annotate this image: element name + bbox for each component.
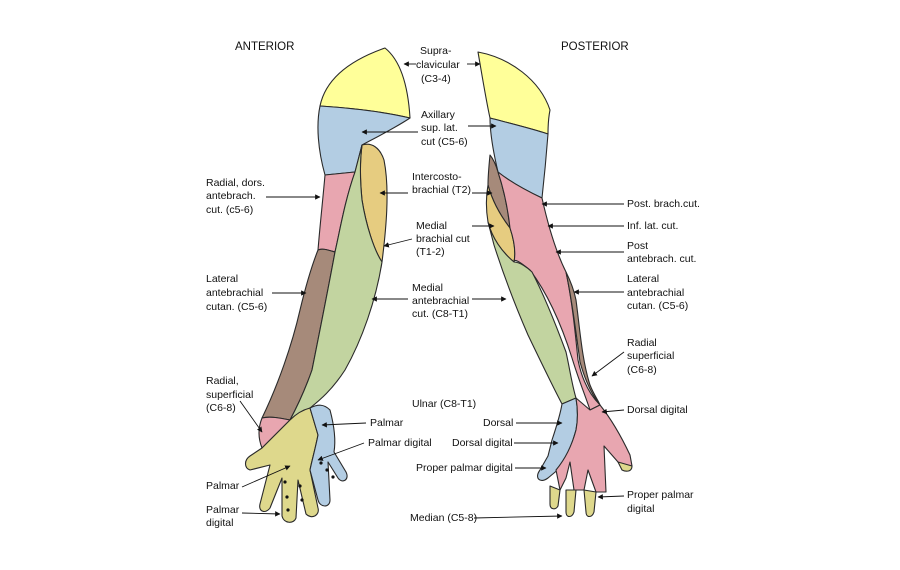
right-label-post-brach: Post. brach.cut.: [627, 198, 700, 210]
posterior-dorsal-hand-region: [555, 397, 633, 493]
svg-text:antebrachial: antebrachial: [627, 287, 684, 299]
svg-text:cut. (c5-6): cut. (c5-6): [206, 204, 253, 216]
svg-text:Lateral: Lateral: [627, 273, 659, 285]
left-label-palmar-digital: Palmar digital: [206, 504, 240, 529]
svg-text:antebrachial: antebrachial: [206, 287, 263, 299]
center-label-axillary: Axillary sup. lat. cut (C5-6): [421, 109, 468, 148]
svg-text:brachial cut: brachial cut: [416, 233, 470, 245]
center-label-median: Median (C5-8): [410, 512, 477, 524]
svg-text:Radial,: Radial,: [206, 375, 239, 387]
anterior-ulnar-hand-region: [309, 404, 348, 507]
svg-text:Palmar: Palmar: [206, 504, 240, 516]
anterior-axillary-region: [317, 105, 411, 176]
svg-text:digital: digital: [206, 517, 233, 529]
left-label-radial-superficial: Radial, superficial (C6-8): [206, 375, 253, 414]
right-label-proper-palmar-digital: Proper palmar digital: [627, 489, 694, 515]
svg-text:Intercosto-: Intercosto-: [412, 171, 462, 183]
center-label-palmar-digital: Palmar digital: [368, 437, 432, 449]
left-label-lateral-antebrachial: Lateral antebrachial cutan. (C5-6): [206, 273, 267, 313]
anterior-header: ANTERIOR: [235, 41, 294, 53]
anterior-palmar-digital-dots: [283, 461, 335, 512]
right-label-dorsal-digital: Dorsal digital: [627, 404, 688, 416]
posterior-arm: [477, 51, 633, 518]
right-label-radial-superficial: Radial superficial (C6-8): [627, 337, 674, 376]
center-label-medial-antebrachial: Medial antebrachial cut. (C8-T1): [412, 282, 469, 320]
posterior-lateral-antebrachial-region: [565, 271, 601, 406]
svg-text:Lateral: Lateral: [206, 273, 238, 285]
center-label-intercostobrachial: Intercosto- brachial (T2): [412, 171, 471, 196]
svg-text:superficial: superficial: [627, 350, 674, 362]
posterior-fingertip-3: [583, 489, 597, 518]
center-label-supraclavicular: Supra- clavicular (C3-4): [416, 45, 460, 85]
posterior-medial-antebrachial-region: [487, 221, 577, 405]
right-label-inf-lat: Inf. lat. cut.: [627, 220, 678, 232]
center-label-proper-palmar-digital: Proper palmar digital: [416, 462, 513, 474]
left-label-palmar: Palmar: [206, 480, 240, 492]
svg-text:superficial: superficial: [206, 389, 253, 401]
center-label-medial-brachial: Medial brachial cut (T1-2): [416, 220, 470, 258]
center-label-dorsal-digital: Dorsal digital: [452, 437, 513, 449]
svg-text:Radial, dors.: Radial, dors.: [206, 177, 265, 189]
svg-text:Radial: Radial: [627, 337, 657, 349]
svg-text:(C6-8): (C6-8): [627, 364, 657, 376]
svg-text:digital: digital: [627, 503, 654, 515]
posterior-supraclavicular-region: [477, 51, 551, 135]
svg-text:(C6-8): (C6-8): [206, 402, 236, 414]
posterior-header: POSTERIOR: [561, 41, 629, 53]
svg-text:cut (C5-6): cut (C5-6): [421, 136, 468, 148]
svg-text:clavicular: clavicular: [416, 59, 460, 71]
svg-text:Proper palmar: Proper palmar: [627, 489, 694, 501]
svg-text:antebrach.: antebrach.: [206, 190, 256, 202]
center-label-ulnar: Ulnar (C8-T1): [412, 398, 476, 410]
posterior-fingertip-1: [549, 485, 561, 510]
svg-text:Post: Post: [627, 240, 648, 252]
center-label-dorsal: Dorsal: [483, 417, 513, 429]
svg-text:Axillary: Axillary: [421, 109, 456, 121]
svg-text:antebrach. cut.: antebrach. cut.: [627, 253, 696, 265]
left-label-radial-dors: Radial, dors. antebrach. cut. (c5-6): [206, 177, 265, 216]
svg-text:brachial (T2): brachial (T2): [412, 184, 471, 196]
posterior-antebrachial-region: [497, 171, 601, 411]
svg-text:(C3-4): (C3-4): [421, 73, 451, 85]
svg-text:cut. (C8-T1): cut. (C8-T1): [412, 308, 468, 320]
center-label-palmar: Palmar: [370, 417, 404, 429]
anterior-arm: [244, 47, 411, 523]
svg-text:cutan. (C5-6): cutan. (C5-6): [627, 300, 688, 312]
right-label-post-antebrach: Post antebrach. cut.: [627, 240, 696, 265]
right-label-lateral-antebrachial: Lateral antebrachial cutan. (C5-6): [627, 273, 688, 312]
svg-text:sup. lat.: sup. lat.: [421, 122, 458, 134]
svg-text:cutan. (C5-6): cutan. (C5-6): [206, 301, 267, 313]
svg-text:antebrachial: antebrachial: [412, 295, 469, 307]
svg-text:Medial: Medial: [416, 220, 447, 232]
anterior-median-palm-region: [244, 407, 319, 523]
svg-text:(T1-2): (T1-2): [416, 246, 445, 258]
posterior-fingertip-4: [617, 461, 633, 472]
svg-text:Supra-: Supra-: [420, 45, 452, 57]
posterior-fingertip-2: [565, 489, 577, 518]
svg-text:Medial: Medial: [412, 282, 443, 294]
